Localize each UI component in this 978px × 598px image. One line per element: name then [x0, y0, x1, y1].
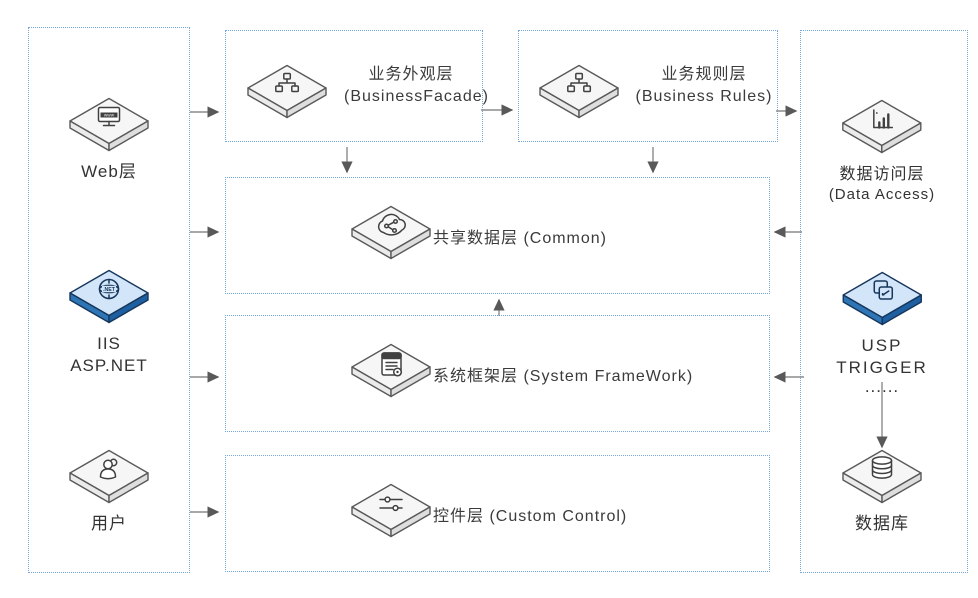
usp-label-dots: ...... [864, 377, 900, 396]
layer-control: 控件层 (Custom Control) [225, 455, 770, 572]
common-title: 共享数据层 (Common) [433, 229, 608, 247]
framework-title: 系统框架层 (System FrameWork) [433, 367, 694, 385]
dotnet-globe-icon: .NET [69, 269, 149, 324]
layer-facade: 业务外观层 (BusinessFacade) [225, 30, 489, 142]
rules-subtitle: (Business Rules) [635, 88, 773, 105]
data-access-node: 数据访问层 (Data Access) [829, 99, 935, 205]
layer-framework: 系统框架层 (System FrameWork) [225, 315, 770, 432]
facade-subtitle: (BusinessFacade) [344, 88, 489, 105]
left-column-box [28, 27, 190, 573]
iis-label-line2: ASP.NET [70, 356, 148, 375]
web-label: Web层 [81, 162, 137, 181]
rules-title: 业务规则层 [661, 66, 747, 83]
database-cylinder-icon [842, 449, 922, 504]
database-label: 数据库 [855, 514, 909, 533]
pages-transfer-icon [842, 271, 922, 326]
bar-chart-icon [842, 99, 922, 154]
user-node: 用户 [67, 449, 151, 535]
database-node: 数据库 [840, 449, 924, 535]
sliders-icon [351, 483, 431, 538]
document-gear-icon [351, 343, 431, 398]
control-title: 控件层 (Custom Control) [433, 507, 628, 525]
user-label: 用户 [91, 514, 127, 533]
browser-monitor-icon: WWW [69, 97, 149, 152]
person-icon [69, 449, 149, 504]
web-node: WWW Web层 [67, 97, 151, 183]
data-access-subtitle: (Data Access) [828, 186, 936, 203]
usp-trigger-node: USP TRIGGER ...... [836, 271, 927, 395]
iis-label-line1: IIS [97, 334, 121, 353]
layer-rules: 业务规则层 (Business Rules) [518, 30, 778, 142]
svg-text:WWW: WWW [104, 114, 115, 118]
sitemap-icon [247, 64, 327, 119]
cloud-share-icon [351, 205, 431, 260]
right-column-box [800, 30, 968, 573]
usp-label-line2: TRIGGER [836, 358, 928, 377]
svg-text:.NET: .NET [103, 287, 116, 293]
sitemap-icon [539, 64, 619, 119]
data-access-title: 数据访问层 [839, 166, 925, 183]
usp-label-line1: USP [861, 336, 903, 355]
iis-node: .NET IIS ASP.NET [67, 269, 151, 377]
layer-common: 共享数据层 (Common) [225, 177, 770, 294]
facade-title: 业务外观层 [368, 66, 454, 83]
